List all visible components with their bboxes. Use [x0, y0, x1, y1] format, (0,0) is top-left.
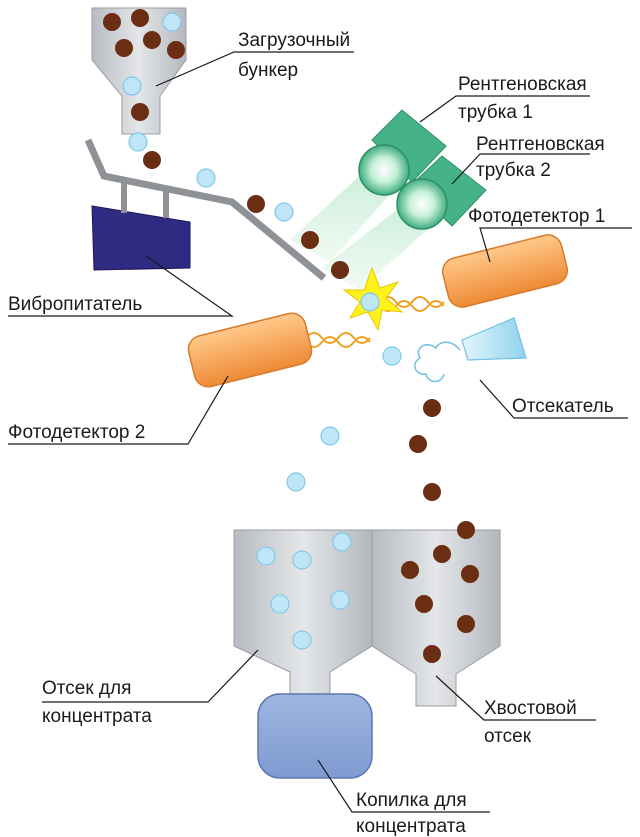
- label-tailings-bin-line-2: отсек: [484, 726, 532, 747]
- mineral-particle: [286, 472, 306, 492]
- mineral-particle: [162, 12, 182, 32]
- ore-particle: [115, 39, 133, 57]
- ejector: [414, 317, 527, 383]
- ore-particle: [301, 231, 319, 249]
- label-xray-1: Рентгеновская трубка 1: [458, 74, 587, 123]
- ore-particle: [423, 483, 441, 501]
- mineral-particle: [330, 590, 350, 610]
- ore-particle: [409, 435, 427, 453]
- photodetector-1: [441, 234, 569, 308]
- mineral-particle: [292, 550, 312, 570]
- label-xray-2-line-1: Рентгеновская: [476, 134, 605, 155]
- ore-particle: [131, 103, 149, 121]
- label-xray-2: Рентгеновская трубка 2: [476, 134, 605, 181]
- mineral-particle: [382, 346, 402, 366]
- mineral-particle: [128, 132, 148, 152]
- label-concentrate-bin: Отсек для концентрата: [42, 678, 152, 727]
- ore-particle: [415, 595, 433, 613]
- mineral-particle: [292, 630, 312, 650]
- xray-tube-2: [396, 155, 487, 230]
- label-collector-line-2: концентрата: [356, 816, 466, 837]
- mineral-particle: [196, 168, 216, 188]
- ore-particle: [143, 151, 161, 169]
- label-tailings-bin-line-1: Хвостовой: [484, 698, 577, 719]
- mineral-particle: [332, 532, 352, 552]
- ore-particle: [457, 615, 475, 633]
- mineral-particle: [256, 546, 276, 566]
- label-ejector: Отсекатель: [512, 396, 614, 417]
- label-detector-2: Фотодетектор 2: [8, 422, 145, 443]
- ore-particle: [423, 645, 441, 663]
- ore-particle: [331, 261, 349, 279]
- concentrate-collector: [257, 693, 373, 779]
- mineral-particle: [274, 202, 294, 222]
- label-concentrate-collector: Копилка для концентрата: [356, 790, 467, 837]
- label-concentrate-bin-line-1: Отсек для: [42, 678, 131, 699]
- xray-tube-1: [358, 109, 447, 196]
- ore-particle: [461, 565, 479, 583]
- label-hopper-line-1: Загрузочный: [238, 30, 350, 51]
- ore-particle: [457, 521, 475, 539]
- mineral-particles: [122, 12, 402, 650]
- label-xray-1-line-1: Рентгеновская: [458, 74, 587, 95]
- label-tailings-bin: Хвостовой отсек: [484, 698, 577, 747]
- vibratory-feeder: [84, 138, 327, 281]
- label-collector-line-1: Копилка для: [356, 790, 467, 811]
- ore-particle: [167, 41, 185, 59]
- loading-hopper: [91, 7, 187, 135]
- label-concentrate-bin-line-2: концентрата: [42, 706, 152, 727]
- ore-particle: [423, 399, 441, 417]
- ore-particle: [247, 195, 265, 213]
- ore-particle: [433, 545, 451, 563]
- label-hopper-line-2: бункер: [238, 60, 298, 81]
- leader-lines: [8, 51, 632, 813]
- mineral-particle: [320, 426, 340, 446]
- ore-particle: [143, 31, 161, 49]
- mineral-particle: [270, 594, 290, 614]
- mineral-particle: [360, 292, 380, 312]
- label-feeder: Вибропитатель: [8, 294, 142, 315]
- ore-particle: [131, 9, 149, 27]
- ore-particles: [103, 9, 479, 663]
- label-hopper: Загрузочный бункер: [238, 30, 350, 81]
- ore-particle: [103, 13, 121, 31]
- ore-particle: [401, 561, 419, 579]
- mineral-particle: [122, 76, 142, 96]
- label-detector-1: Фотодетектор 1: [468, 206, 605, 227]
- label-xray-1-line-2: трубка 1: [458, 102, 533, 123]
- label-xray-2-line-2: трубка 2: [476, 160, 551, 181]
- photodetector-2: [187, 312, 313, 388]
